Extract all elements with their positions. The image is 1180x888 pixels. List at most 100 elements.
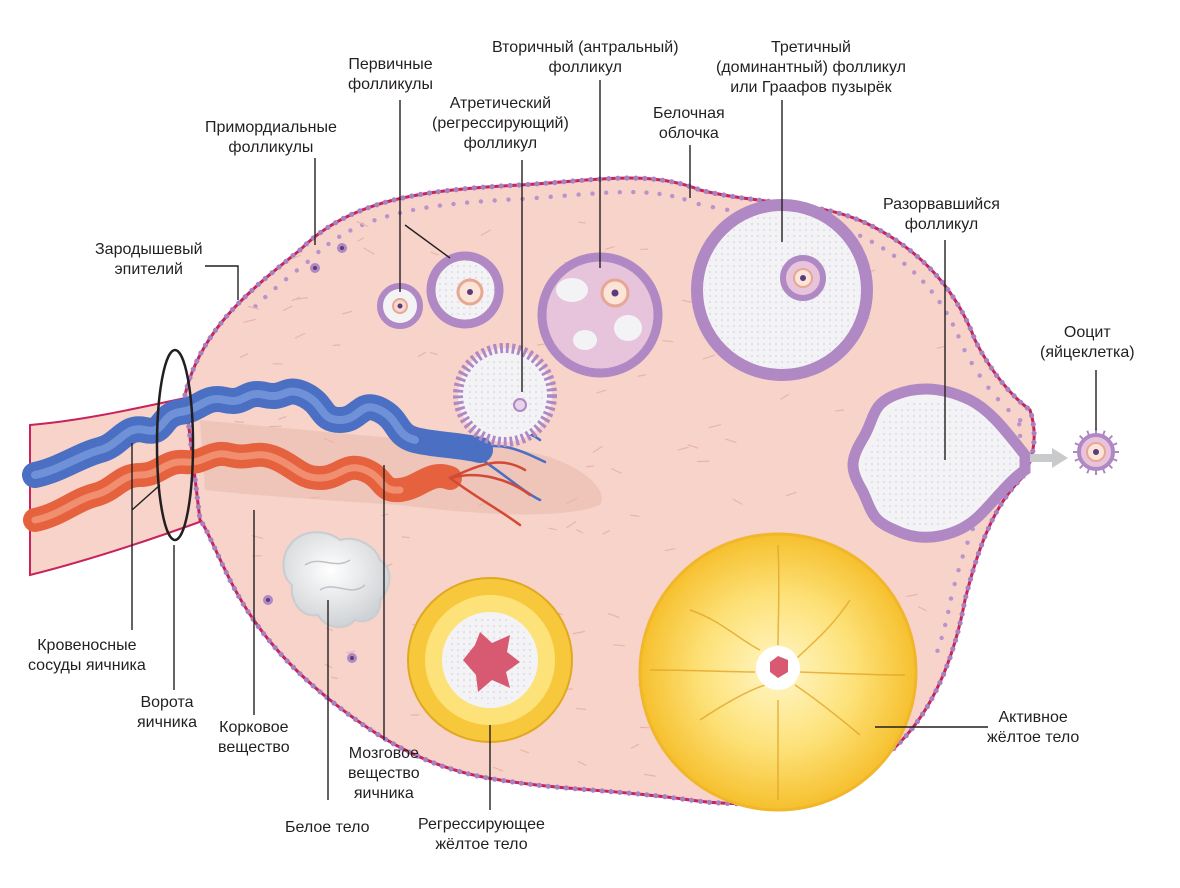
epithelial-cell [994, 373, 999, 378]
cortical-cell [965, 541, 969, 545]
cortical-cell [284, 277, 288, 281]
cortical-cell [438, 203, 442, 207]
epithelial-cell [635, 791, 640, 796]
cortical-cell [978, 373, 982, 377]
epithelial-cell [423, 757, 428, 762]
epithelial-cell [230, 307, 235, 312]
epithelial-cell [251, 617, 256, 622]
epithelial-cell [626, 791, 631, 796]
epithelial-cell [516, 182, 521, 187]
epithelial-cell [644, 792, 649, 797]
epithelial-cell [660, 178, 665, 183]
stroma-fibre [311, 497, 318, 498]
epithelial-cell [976, 551, 981, 556]
epithelial-cell [937, 680, 942, 685]
epithelial-cell [492, 777, 497, 782]
epithelial-cell [845, 213, 850, 218]
epithelial-cell [925, 704, 930, 709]
epithelial-cell [193, 477, 198, 482]
epithelial-cell [1000, 380, 1005, 385]
epithelial-cell [960, 310, 965, 315]
epithelial-cell [552, 180, 557, 185]
epithelial-cell [960, 612, 965, 617]
cortical-cell [631, 190, 635, 194]
cortical-cell [946, 610, 950, 614]
epithelial-cell [678, 181, 683, 186]
cortical-cell [912, 270, 916, 274]
cortical-cell [682, 197, 686, 201]
epithelial-cell [979, 350, 984, 355]
epithelial-cell [662, 794, 667, 799]
epithelial-cell [904, 733, 909, 738]
epithelial-cell [463, 186, 468, 191]
epithelial-cell [579, 178, 584, 183]
epithelial-cell [928, 266, 933, 271]
cortical-cell [493, 198, 497, 202]
epithelial-cell [748, 196, 753, 201]
epithelial-cell [1032, 431, 1037, 436]
cortical-cell [881, 246, 885, 250]
label-corpus-albicans: Белое тело [285, 818, 370, 838]
cortical-cell [986, 386, 990, 390]
epithelial-cell [998, 502, 1003, 507]
epithelial-cell [651, 177, 656, 182]
epithelial-cell [196, 504, 201, 509]
cortical-cell [939, 636, 943, 640]
epithelial-cell [994, 510, 999, 515]
epithelial-cell [546, 784, 551, 789]
epithelial-cell [730, 194, 735, 199]
epithelial-cell [716, 800, 721, 805]
primary-follicle-large [431, 256, 499, 324]
epithelial-cell [331, 701, 336, 706]
epithelial-cell [368, 727, 373, 732]
cortical-cell [563, 194, 567, 198]
epithelial-cell [195, 495, 200, 500]
epithelial-cell [353, 717, 358, 722]
epithelial-cell [1012, 393, 1017, 398]
epithelial-cell [490, 184, 495, 189]
epithelial-cell [270, 270, 275, 275]
epithelial-cell [499, 183, 504, 188]
ovulation-arrow [1030, 448, 1068, 468]
cortical-cell [506, 197, 510, 201]
epithelial-cell [543, 181, 548, 186]
epithelial-cell [409, 193, 414, 198]
epithelial-cell [273, 645, 278, 650]
epithelial-cell [534, 181, 539, 186]
epithelial-cell [971, 334, 976, 339]
epithelial-cell [591, 788, 596, 793]
cortical-cell [935, 649, 939, 653]
epithelial-cell [940, 280, 945, 285]
epithelial-cell [955, 302, 960, 307]
label-atretic-follicle: Атретический(регрессирующий)фолликул [432, 94, 569, 154]
epithelial-cell [357, 208, 362, 213]
epithelial-cell [218, 321, 223, 326]
epithelial-cell [642, 176, 647, 181]
epithelial-cell [291, 665, 296, 670]
cortical-cell [576, 192, 580, 196]
epithelial-cell [854, 216, 859, 221]
epithelial-cell [968, 577, 973, 582]
epithelial-cell [448, 766, 453, 771]
epithelial-cell [986, 526, 991, 531]
epithelial-cell [721, 192, 726, 197]
active-corpus-luteum [640, 534, 916, 810]
cortical-cell [956, 568, 960, 572]
epithelial-cell [374, 202, 379, 207]
epithelial-cell [213, 328, 218, 333]
epithelial-cell [963, 594, 968, 599]
epithelial-cell [324, 695, 329, 700]
epithelial-cell [929, 696, 934, 701]
epithelial-cell [606, 176, 611, 181]
epithelial-cell [689, 798, 694, 803]
epithelial-cell [908, 248, 913, 253]
epithelial-cell [194, 359, 199, 364]
epithelial-cell [1018, 400, 1023, 405]
atretic-follicle [458, 348, 552, 442]
epithelial-cell [197, 513, 202, 518]
epithelial-cell [325, 225, 330, 230]
epithelial-cell [519, 781, 524, 786]
